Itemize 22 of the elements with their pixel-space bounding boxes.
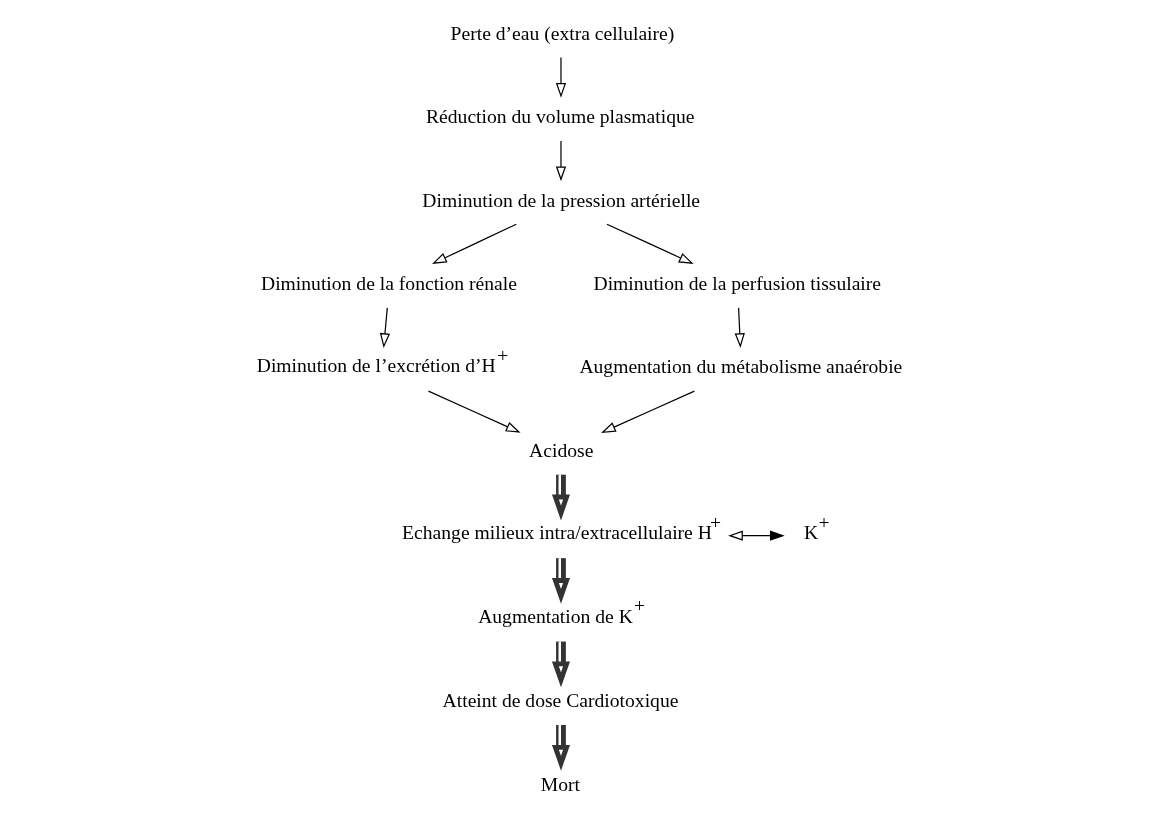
arrow [432, 223, 517, 264]
node-text: Augmentation du métabolisme anaérobie [579, 356, 903, 378]
node-text: Diminution de la pression artérielle [422, 189, 701, 211]
node-text: Réduction du volume plasmatique [426, 106, 695, 128]
node-text: Atteint de dose Cardiotoxique [442, 690, 679, 712]
arrow [555, 56, 567, 98]
node-text: Mort [540, 773, 580, 795]
arrow [551, 558, 571, 604]
node-text: Acidose [529, 439, 594, 461]
node-text: Perte d’eau (extra cellulaire) [450, 22, 675, 44]
arrow [551, 641, 571, 688]
arrow [734, 307, 745, 348]
node-text: Diminution de la fonction rénale [261, 273, 517, 295]
arrow [601, 390, 696, 433]
arrow [555, 140, 567, 182]
arrow [606, 223, 694, 264]
arrow [551, 725, 571, 771]
arrow [427, 390, 521, 433]
arrow [728, 530, 785, 541]
arrow [551, 474, 571, 521]
arrow [379, 307, 391, 348]
node-text: Diminution de la perfusion tissulaire [593, 273, 882, 295]
